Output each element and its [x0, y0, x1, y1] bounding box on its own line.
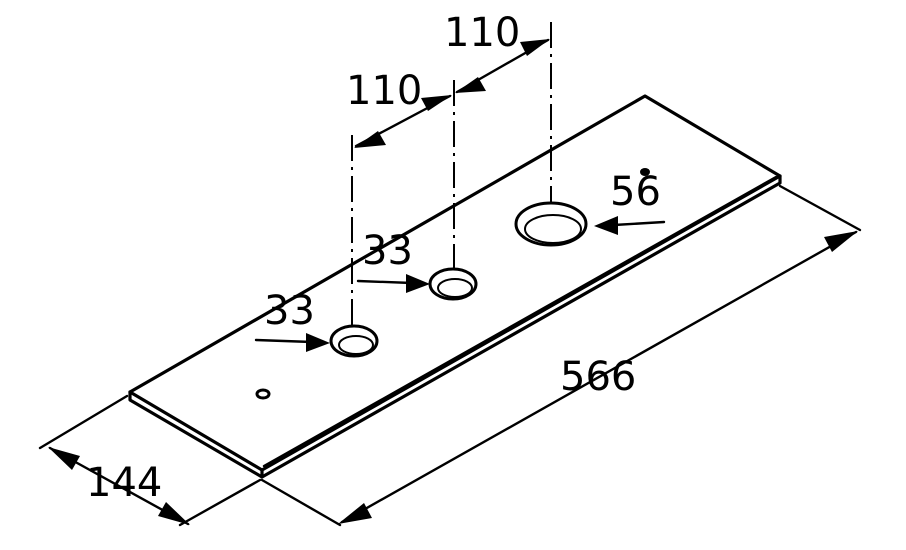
plate-front-left-edge	[128, 390, 264, 479]
hole-small-1	[329, 324, 379, 358]
leader-hole-small-1	[254, 333, 330, 352]
dimension-width	[38, 394, 262, 527]
hole-small-2	[428, 267, 478, 301]
plate-bevel-line	[262, 175, 778, 468]
dimension-spacing-1-label: 110	[346, 68, 422, 114]
dimension-length	[260, 184, 862, 527]
dimension-spacing-2-label: 110	[444, 10, 520, 56]
dimension-spacing-2	[455, 38, 550, 94]
hole-small-2-label: 33	[362, 228, 413, 274]
dimension-length-label: 566	[560, 354, 636, 400]
dimension-spacing-1	[354, 94, 452, 148]
hole-large-label: 56	[610, 169, 661, 215]
dimension-width-label: 144	[86, 460, 162, 506]
leader-hole-small-2	[356, 274, 430, 293]
leader-hole-large	[594, 216, 666, 235]
mounting-hole-left	[255, 388, 271, 400]
plate-front-right-edge	[260, 174, 782, 479]
hole-small-1-label: 33	[264, 288, 315, 334]
mounting-hole-right	[640, 168, 650, 176]
hole-large	[514, 201, 588, 247]
